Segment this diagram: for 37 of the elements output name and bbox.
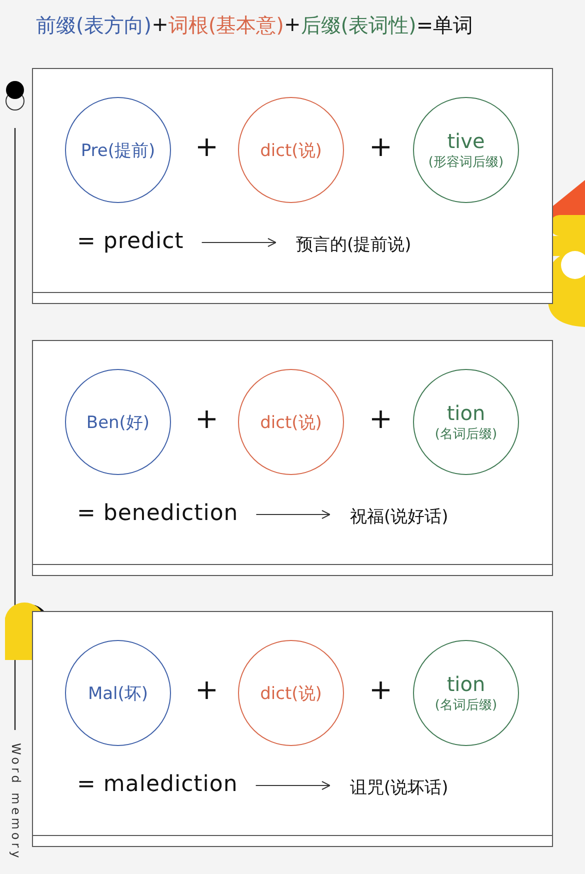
arrow [255,781,330,790]
morpheme-text: dict(说) [260,140,322,162]
plus-sign: + [195,673,218,706]
plus-sign: + [369,130,392,163]
morpheme-text: tive [447,129,485,153]
arrow [256,510,330,519]
side-text: Word memory [9,743,23,863]
morpheme-text: Ben(好) [86,412,150,434]
note-text: (名词后缀) [434,697,498,714]
morpheme-text: Pre(提前) [80,140,156,162]
word-meaning: 祝福(说好话) [350,505,448,528]
plus-sign: + [369,402,392,435]
morpheme-text: dict(说) [260,682,322,704]
note-text: (形容词后缀) [428,154,504,171]
morpheme-text: tion [446,401,486,425]
plus-sign: + [195,130,218,163]
plus-sign: + [369,673,392,706]
arrow [201,238,276,247]
word-formula: = malediction [77,772,238,797]
title-text: 前缀(表方向) [36,12,152,39]
title-text: + [152,12,168,38]
morpheme-text: tion [446,672,486,696]
word-formula: = predict [77,229,184,254]
word-card [32,68,553,304]
word-card [32,340,553,576]
note-text: (名词后缀) [434,426,498,443]
plus-sign: + [195,402,218,435]
title-text: 词根(基本意) [168,12,284,39]
title-text: =单词 [416,12,474,39]
morpheme-text: Mal(坏) [88,682,148,704]
word-meaning: 预言的(提前说) [296,233,412,256]
morpheme-text: dict(说) [260,412,322,434]
word-meaning: 诅咒(说坏话) [350,776,448,799]
title-text: 后缀(表词性) [300,12,416,39]
word-card [32,611,553,847]
title-text: + [284,12,301,38]
word-formula: = benediction [77,501,238,526]
